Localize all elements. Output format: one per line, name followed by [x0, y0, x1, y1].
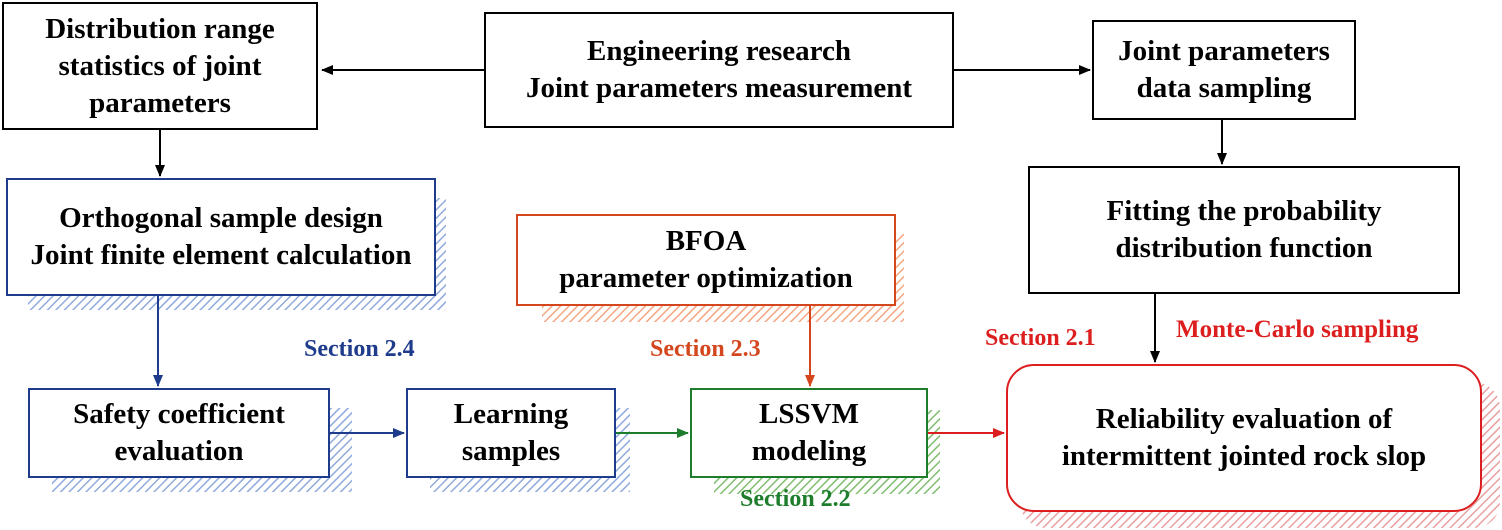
joint-sampling-box: Joint parameters data sampling [1092, 20, 1356, 120]
distribution-range-line-1: Distribution range [45, 12, 275, 45]
learning-samples-line-1: Learning [453, 398, 569, 430]
distribution-range-line-3: parameters [89, 86, 231, 119]
reliability-box: Reliability evaluation of intermittent j… [1006, 364, 1482, 512]
learning-samples-line-2: samples [461, 435, 561, 467]
bfoa-line-1: BFOA [665, 225, 747, 257]
safety-coefficient-box: Safety coefficient evaluation [28, 388, 330, 478]
section-2-2-label: Section 2.2 [740, 486, 851, 512]
joint-sampling-line-1: Joint parameters [1118, 35, 1330, 67]
fitting-pdf-box: Fitting the probability distribution fun… [1028, 166, 1460, 294]
bfoa-box: BFOA parameter optimization [516, 214, 896, 306]
engineering-research-line-2: Joint parameters measurement [525, 72, 913, 104]
orthogonal-design-line-2: Joint finite element calculation [30, 239, 412, 271]
reliability-line-1: Reliability evaluation of [1095, 403, 1393, 435]
reliability-line-2: intermittent jointed rock slop [1061, 440, 1427, 472]
joint-sampling-line-2: data sampling [1136, 72, 1312, 104]
engineering-research-box: Engineering research Joint parameters me… [484, 12, 954, 128]
lssvm-line-1: LSSVM [759, 398, 859, 430]
section-2-3-label: Section 2.3 [650, 336, 761, 362]
fitting-pdf-line-1: Fitting the probability [1106, 195, 1382, 227]
lssvm-line-2: modeling [751, 435, 867, 467]
section-2-1-label: Section 2.1 [985, 325, 1096, 351]
learning-samples-box: Learning samples [406, 388, 616, 478]
safety-coefficient-line-1: Safety coefficient [73, 398, 285, 430]
engineering-research-line-1: Engineering research [587, 35, 851, 67]
section-2-4-label: Section 2.4 [304, 336, 415, 362]
distribution-range-line-2: statistics of joint [58, 49, 262, 82]
bfoa-line-2: parameter optimization [559, 262, 853, 294]
orthogonal-design-line-1: Orthogonal sample design [59, 202, 383, 234]
orthogonal-design-box: Orthogonal sample design Joint finite el… [6, 178, 436, 296]
distribution-range-box: Distribution range statistics of joint p… [2, 2, 318, 130]
monte-carlo-label: Monte-Carlo sampling [1176, 316, 1419, 343]
safety-coefficient-line-2: evaluation [114, 435, 244, 467]
lssvm-box: LSSVM modeling [690, 388, 928, 478]
fitting-pdf-line-2: distribution function [1115, 232, 1373, 264]
